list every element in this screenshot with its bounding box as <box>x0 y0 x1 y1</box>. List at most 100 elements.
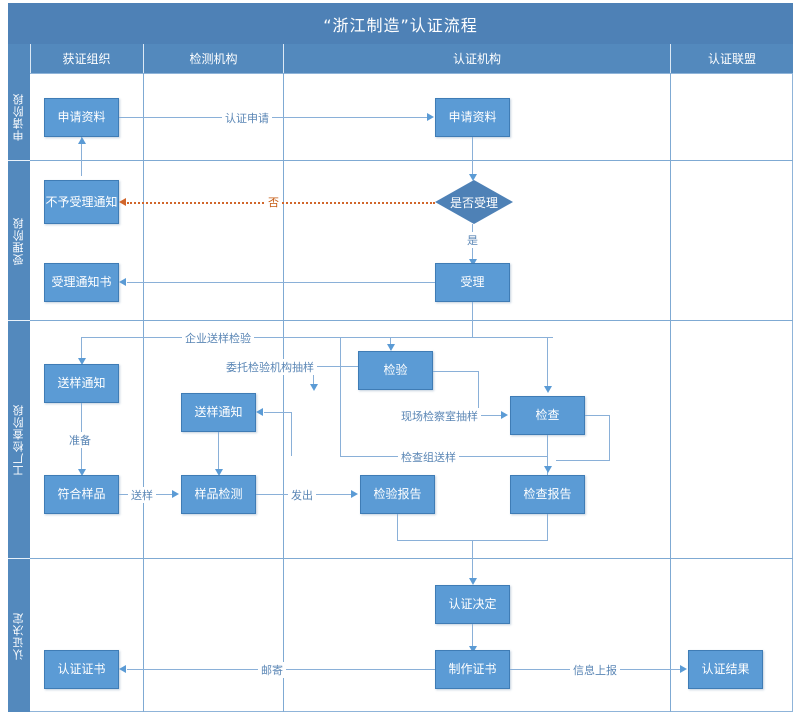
node-reject-notice[interactable]: 不予受理通知 <box>44 180 119 224</box>
edge-bus-to-inspection-arrow <box>387 344 395 351</box>
node-apply-docs-org[interactable]: 申请资料 <box>44 98 119 137</box>
edge-decision-to-make-cert-arrow <box>469 646 477 653</box>
node-accept[interactable]: 受理 <box>435 263 510 302</box>
edge-label-onsite-lab-sampling: 现场检察室抽样 <box>398 408 481 424</box>
stage-label-acceptance: 受理阶段 <box>8 161 30 320</box>
edge-label-issue: 发出 <box>288 487 316 503</box>
stage-label-acceptance-text: 受理阶段 <box>12 216 25 265</box>
edge-reject-to-apply-arrow <box>78 137 86 144</box>
stage-label-factory-inspection-text: 工厂检查阶段 <box>12 403 25 476</box>
edge-check-loop-h2 <box>556 460 610 461</box>
node-cert-decision[interactable]: 认证决定 <box>435 585 510 624</box>
edge-accept-to-notice <box>127 282 435 283</box>
edge-check-loop-h1 <box>585 415 609 416</box>
edge-entrust-h <box>313 366 358 367</box>
stage-row-divider-2 <box>30 320 793 321</box>
stage-label-factory-inspection: 工厂检查阶段 <box>8 321 30 558</box>
edge-check-report-down <box>547 514 548 540</box>
edge-bus-to-inspection <box>390 337 391 350</box>
stage-divider-1 <box>8 320 30 321</box>
edge-label-yes: 是 <box>464 232 481 248</box>
edge-onsite-arrow <box>501 411 508 419</box>
edge-merge-to-decision-arrow <box>469 578 477 585</box>
node-apply-docs-cert[interactable]: 申请资料 <box>435 98 510 137</box>
node-certificate[interactable]: 认证证书 <box>44 650 119 689</box>
node-accept-decision-label: 是否受理 <box>449 195 498 210</box>
diagram-board <box>30 73 793 712</box>
lane-header-testing-agency: 检测机构 <box>189 52 238 66</box>
edge-checkgroup-arrow <box>256 408 263 416</box>
edge-onsite-v <box>478 371 479 415</box>
stage-label-certification-decision-text: 认证决定 <box>12 611 25 660</box>
edge-accept-to-notice-arrow <box>119 278 126 286</box>
edge-yes-arrow <box>469 259 477 266</box>
edge-checkgroup-drop <box>291 412 292 456</box>
edge-enterprise-sample-arrow <box>78 358 86 365</box>
node-inspection[interactable]: 检验 <box>358 351 433 390</box>
lane-header-organization: 获证组织 <box>62 52 111 66</box>
edge-check-to-report-arrow <box>544 466 552 473</box>
node-accept-notice[interactable]: 受理通知书 <box>44 263 119 302</box>
node-sample-notice-org[interactable]: 送样通知 <box>44 364 119 403</box>
edge-entrust-arrow <box>310 384 318 391</box>
edge-mail-arrow <box>119 665 126 673</box>
edge-inspection-report-down <box>397 514 398 540</box>
lane-divider-3 <box>670 73 671 712</box>
edge-no-arrow <box>119 198 126 206</box>
edge-merge-to-decision <box>472 540 473 582</box>
node-accept-decision[interactable]: 是否受理 <box>435 180 513 224</box>
edge-apply-to-cert <box>119 117 428 118</box>
edge-onsite-h1 <box>433 371 478 372</box>
header-divider-0 <box>30 44 31 73</box>
edge-accept-split-bus <box>81 337 553 338</box>
lane-header-band <box>8 44 793 73</box>
node-cert-result[interactable]: 认证结果 <box>688 650 763 689</box>
stage-row-divider-3 <box>30 558 793 559</box>
stage-label-application-text: 申请阶段 <box>12 92 25 141</box>
edge-accept-down <box>472 302 473 337</box>
header-divider-3 <box>670 44 671 73</box>
header-divider-1 <box>143 44 144 73</box>
edge-prepare-arrow <box>78 469 86 476</box>
edge-info-report-arrow <box>680 665 687 673</box>
edge-send-sample-arrow <box>172 490 179 498</box>
edge-entrust-v <box>313 366 314 387</box>
edge-onsite-h2 <box>478 415 502 416</box>
edge-check-to-report <box>547 435 548 475</box>
edge-checkgroup-into-lab <box>264 412 292 413</box>
edge-label-send-sample: 送样 <box>128 487 156 503</box>
edge-lab-notice-down-arrow <box>215 469 223 476</box>
edge-label-mail: 邮寄 <box>258 662 286 678</box>
edge-lab-notice-down <box>218 432 219 472</box>
edge-apply-to-cert-arrow <box>427 113 434 121</box>
node-inspection-report[interactable]: 检验报告 <box>360 475 435 514</box>
stage-label-certification-decision: 认证决定 <box>8 559 30 712</box>
edge-cert-to-decision-arrow <box>469 174 477 181</box>
edge-label-no: 否 <box>265 194 282 210</box>
stage-divider-0 <box>8 160 30 161</box>
edge-bus-to-check <box>547 337 548 389</box>
page-title: “浙江制造”认证流程 <box>8 3 793 44</box>
edge-checkgroup-v-left <box>340 337 341 456</box>
edge-cert-to-decision <box>472 137 473 176</box>
lane-header-certification-body: 认证机构 <box>452 52 501 66</box>
edge-check-loop-v <box>609 415 610 460</box>
node-check[interactable]: 检查 <box>510 396 585 435</box>
edge-label-cert-application: 认证申请 <box>222 110 272 126</box>
stage-row-divider-1 <box>30 160 793 161</box>
lane-divider-1 <box>143 73 144 712</box>
edge-label-info-report: 信息上报 <box>570 662 620 678</box>
edge-label-enterprise-send-sample: 企业送样检验 <box>182 330 254 346</box>
node-check-report[interactable]: 检查报告 <box>510 475 585 514</box>
edge-issue-arrow <box>351 490 358 498</box>
node-make-cert[interactable]: 制作证书 <box>435 650 510 689</box>
node-sample-notice-lab[interactable]: 送样通知 <box>181 393 256 432</box>
lane-divider-2 <box>283 73 284 712</box>
header-divider-2 <box>283 44 284 73</box>
node-sample-test[interactable]: 样品检测 <box>181 475 256 514</box>
edge-label-check-group-sample: 检查组送样 <box>398 449 459 465</box>
node-qualified-sample[interactable]: 符合样品 <box>44 475 119 514</box>
edge-reject-to-apply <box>81 137 82 176</box>
edge-decision-to-make-cert <box>472 624 473 650</box>
